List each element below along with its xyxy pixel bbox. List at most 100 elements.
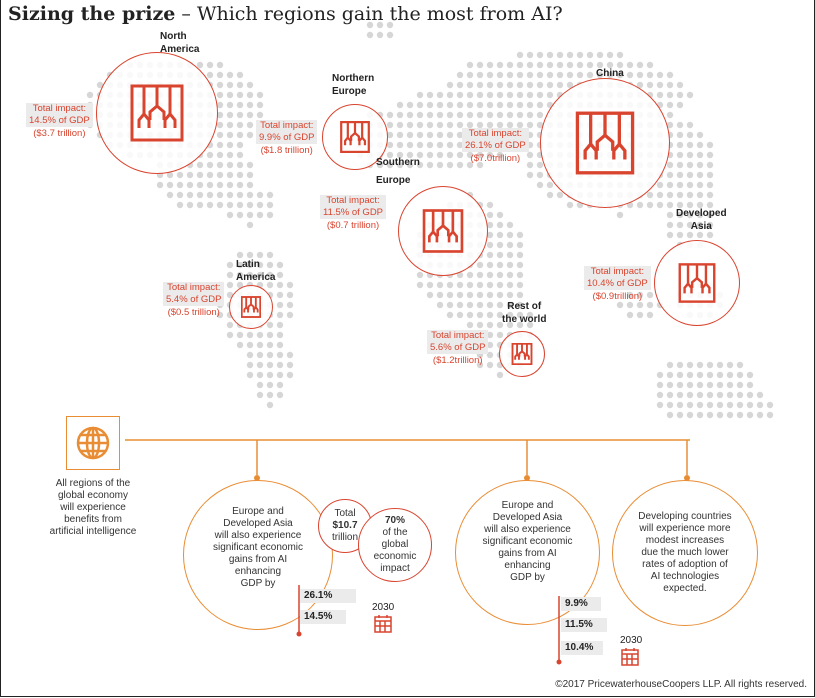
map-dot <box>516 111 524 119</box>
map-dot <box>686 201 694 209</box>
map-dot <box>676 201 684 209</box>
map-dot <box>476 361 484 369</box>
impact-southern-europe: Total impact: 11.5% of GDP ($0.7 trillio… <box>320 195 387 233</box>
map-dot <box>266 261 274 269</box>
map-dot <box>486 221 494 229</box>
map-dot <box>686 161 694 169</box>
map-dot <box>506 71 514 79</box>
map-dot <box>456 121 464 129</box>
map-dot <box>236 91 244 99</box>
map-dot <box>546 81 554 89</box>
map-dot <box>506 291 514 299</box>
map-dot <box>216 201 224 209</box>
map-dot <box>676 361 684 369</box>
map-dot <box>496 331 504 339</box>
map-dot <box>386 111 394 119</box>
map-dot <box>686 371 694 379</box>
bubble-europe-asia-1: Europe and Developed Asia will also expe… <box>183 480 333 630</box>
map-dot <box>686 381 694 389</box>
map-dot <box>496 271 504 279</box>
map-dot <box>476 121 484 129</box>
map-dot <box>216 91 224 99</box>
map-dot <box>576 61 584 69</box>
map-dot <box>556 191 564 199</box>
calendar-icon <box>374 615 392 638</box>
map-dot <box>436 161 444 169</box>
map-dot <box>656 91 664 99</box>
map-dot <box>236 121 244 129</box>
map-dot <box>646 291 654 299</box>
map-dot <box>206 71 214 79</box>
map-dot <box>536 81 544 89</box>
map-dot <box>276 391 284 399</box>
map-dot <box>386 141 394 149</box>
map-dot <box>606 71 614 79</box>
bubble-developing-countries: Developing countries will experience mor… <box>612 480 758 626</box>
map-dot <box>616 51 624 59</box>
map-dot <box>256 111 264 119</box>
map-dot <box>546 51 554 59</box>
map-dot <box>216 191 224 199</box>
map-dot <box>536 161 544 169</box>
map-dot <box>536 181 544 189</box>
map-dot <box>246 111 254 119</box>
map-dot <box>486 241 494 249</box>
map-dot <box>676 211 684 219</box>
map-dot <box>446 91 454 99</box>
map-dot <box>266 321 274 329</box>
map-dot <box>676 91 684 99</box>
map-dot <box>576 71 584 79</box>
map-dot <box>686 391 694 399</box>
map-dot <box>446 301 454 309</box>
map-dot <box>176 201 184 209</box>
map-dot <box>676 121 684 129</box>
map-dot <box>746 371 754 379</box>
map-dot <box>576 51 584 59</box>
map-dot <box>486 301 494 309</box>
map-dot <box>226 131 234 139</box>
map-dot <box>246 261 254 269</box>
map-dot <box>566 71 574 79</box>
map-dot <box>426 281 434 289</box>
map-dot <box>246 251 254 259</box>
map-dot <box>686 361 694 369</box>
map-dot <box>246 221 254 229</box>
map-dot <box>446 111 454 119</box>
map-dot <box>756 391 764 399</box>
map-dot <box>506 101 514 109</box>
map-dot <box>256 211 264 219</box>
map-dot <box>436 281 444 289</box>
map-dot <box>266 191 274 199</box>
map-dot <box>696 161 704 169</box>
map-dot <box>236 271 244 279</box>
map-dot <box>496 91 504 99</box>
map-dot <box>466 101 474 109</box>
map-dot <box>516 291 524 299</box>
map-dot <box>446 141 454 149</box>
map-dot <box>236 191 244 199</box>
map-dot <box>736 381 744 389</box>
map-dot <box>506 61 514 69</box>
map-dot <box>556 61 564 69</box>
map-dot <box>406 141 414 149</box>
map-dot <box>516 101 524 109</box>
map-dot <box>456 71 464 79</box>
map-dot <box>246 371 254 379</box>
map-dot <box>276 371 284 379</box>
map-dot <box>456 151 464 159</box>
map-dot <box>506 111 514 119</box>
map-dot <box>506 251 514 259</box>
map-dot <box>656 181 664 189</box>
circuit-icon <box>241 296 261 318</box>
map-dot <box>226 321 234 329</box>
region-name-southern-europe: Southern Europe <box>376 157 420 186</box>
map-dot <box>186 181 194 189</box>
map-dot <box>236 171 244 179</box>
map-dot <box>446 161 454 169</box>
map-dot <box>676 81 684 89</box>
map-dot <box>226 151 234 159</box>
map-dot <box>236 211 244 219</box>
map-dot <box>686 211 694 219</box>
map-dot <box>476 101 484 109</box>
map-dot <box>236 101 244 109</box>
